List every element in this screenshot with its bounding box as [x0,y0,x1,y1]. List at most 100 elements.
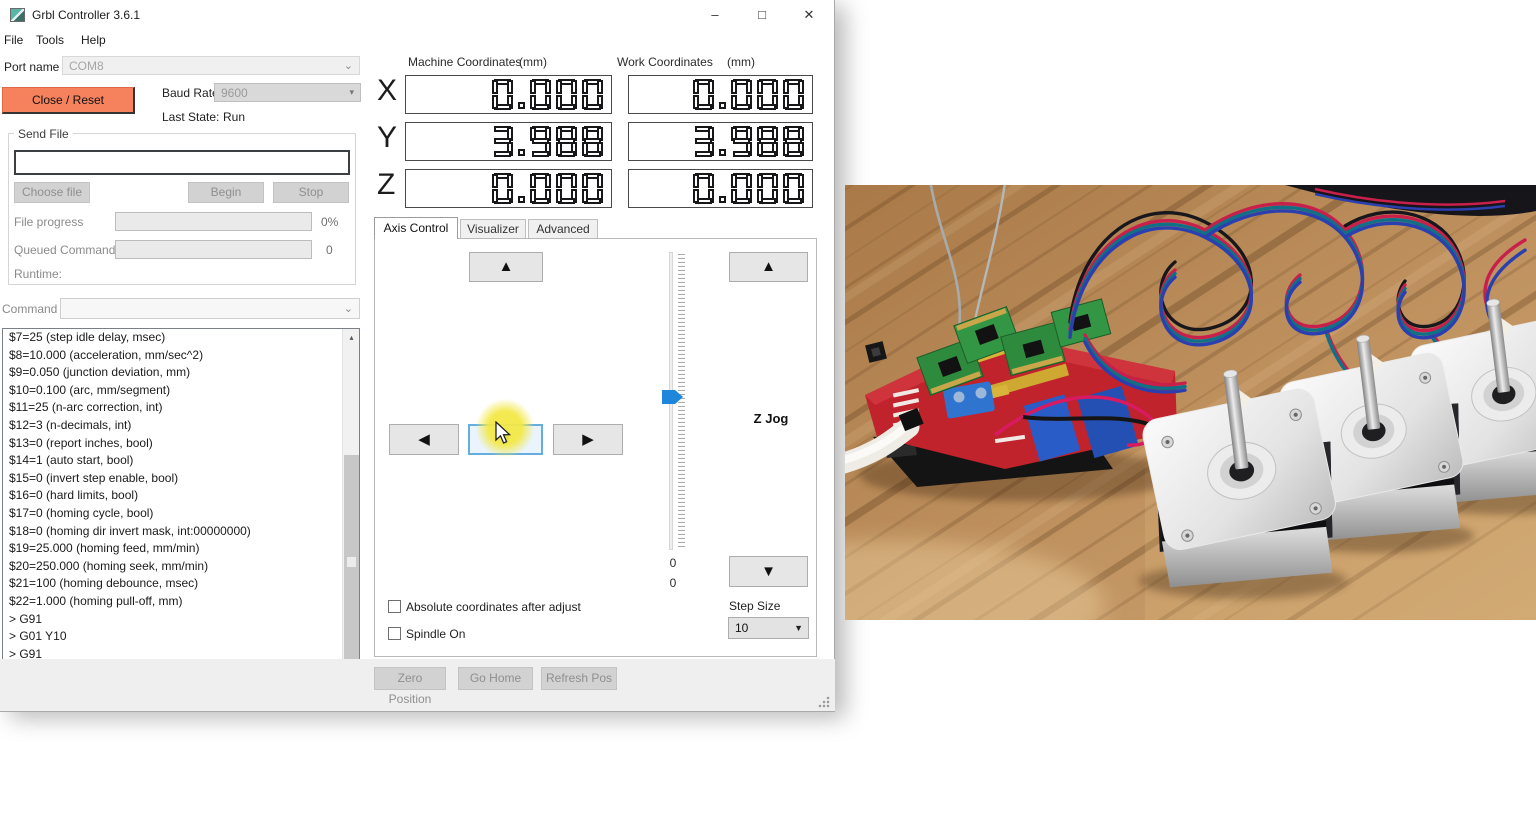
console-line: $17=0 (homing cycle, bool) [9,505,154,520]
menu-tools[interactable]: Tools [36,33,65,47]
jog-x-minus-button[interactable]: ◀ [389,424,459,455]
refresh-pos-button[interactable]: Refresh Pos [541,667,617,690]
work-unit-label: (mm) [727,55,755,69]
lcd-digit [530,79,551,110]
axis-z-label: Z [377,168,396,201]
work-coordinates-label: Work Coordinates [617,55,713,69]
tab-axis-control[interactable]: Axis Control [374,217,458,239]
slider-value-bottom: 0 [669,576,677,590]
console-line: $8=10.000 (acceleration, mm/sec^2) [9,347,204,362]
window-title: Grbl Controller 3.6.1 [32,8,141,22]
menu-help[interactable]: Help [81,33,106,47]
console-line: $18=0 (homing dir invert mask, int:00000… [9,523,251,538]
baud-rate-value: 9600 [221,85,248,100]
tab-visualizer[interactable]: Visualizer [460,219,526,239]
lcd-decimal-point [518,102,525,109]
chevron-down-icon: ⌄ [343,60,353,72]
speed-slider-ticks [678,254,685,548]
console-line: $15=0 (invert step enable, bool) [9,470,179,485]
scrollbar-thumb[interactable] [344,455,359,671]
baud-rate-combo[interactable]: 9600 ▾ [214,83,361,102]
absolute-coordinates-checkbox[interactable] [388,600,401,613]
jog-y-plus-button[interactable]: ▲ [469,252,543,282]
jog-x-plus-button[interactable]: ▶ [553,424,623,455]
lcd-digit [492,79,513,110]
close-reset-button[interactable]: Close / Reset [2,87,135,114]
step-size-label: Step Size [729,599,781,613]
axis-x-label: X [377,74,398,107]
console-line: $7=25 (step idle delay, msec) [9,330,166,344]
grbl-controller-window: Grbl Controller 3.6.1 – □ ✕ File Tools H… [0,0,835,712]
console-line: $9=0.050 (junction deviation, mm) [9,365,191,380]
lcd-digit [530,126,551,157]
menu-file[interactable]: File [4,33,24,47]
jog-z-minus-button[interactable]: ▼ [729,556,808,587]
resize-grip[interactable] [818,696,830,708]
console-line: $12=3 (n-decimals, int) [9,417,132,432]
title-bar[interactable]: Grbl Controller 3.6.1 – □ ✕ [0,0,834,30]
axis-control-panel: ▲ ◀ ▼ ▶ 0 0 Z Jog ▲ ▼ Absolute coordinat… [374,238,817,657]
spindle-on-checkbox[interactable] [388,627,401,640]
close-button[interactable]: ✕ [803,7,815,22]
machine-z-display [405,169,612,208]
console-line: $20=250.000 (homing seek, mm/min) [9,558,209,573]
file-progress-value: 0% [321,215,339,229]
go-home-button[interactable]: Go Home [458,667,533,690]
slider-value-top: 0 [669,556,677,570]
console-scrollbar[interactable]: ▴ ▾ [342,329,359,689]
jog-z-plus-button[interactable]: ▲ [729,252,808,282]
lcd-digit [757,126,778,157]
menu-bar: File Tools Help [0,30,834,51]
chevron-down-icon: ▼ [794,623,803,633]
queued-commands-value: 0 [326,243,333,257]
console-listbox[interactable]: $7=25 (step idle delay, msec) $8=10.000 (… [2,328,360,690]
lcd-digit [783,173,804,204]
console-line: $11=25 (n-arc correction, int) [9,400,163,415]
command-combo[interactable]: ⌄ [60,298,360,319]
lcd-digit [556,79,577,110]
port-name-combo[interactable]: COM8 ⌄ [62,56,360,75]
begin-button[interactable]: Begin [188,182,264,203]
lcd-digit [492,173,513,204]
console-line: $21=100 (homing debounce, msec) [9,576,199,591]
choose-file-button[interactable]: Choose file [14,182,90,203]
lcd-digit [530,173,551,204]
lcd-digit [582,126,603,157]
send-file-legend: Send File [14,127,73,141]
minimize-button[interactable]: – [711,7,719,22]
console-line: > G01 Y10 [9,629,67,644]
mouse-cursor-icon [495,421,512,444]
step-size-combo[interactable]: 10 ▼ [728,617,809,639]
command-label: Command [2,302,58,316]
last-state-value: Run [223,110,246,124]
axis-y-label: Y [377,121,398,154]
lcd-digit [731,79,752,110]
send-file-group [8,133,356,285]
scroll-up-icon[interactable]: ▴ [349,333,354,342]
console-line: $13=0 (report inches, bool) [9,435,153,450]
lcd-digit [757,79,778,110]
machine-y-display [405,122,612,161]
console-line: $19=25.000 (homing feed, mm/min) [9,541,200,556]
lcd-decimal-point [719,196,726,203]
stop-button[interactable]: Stop [273,182,349,203]
lcd-digit [693,126,714,157]
work-x-display [628,75,813,114]
tab-advanced[interactable]: Advanced [528,219,598,239]
console-line: $22=1.000 (homing pull-off, mm) [9,593,183,608]
file-progress-label: File progress [14,215,84,229]
lcd-digit [731,126,752,157]
runtime-label: Runtime: [14,267,63,281]
lcd-digit [556,173,577,204]
lcd-digit [731,173,752,204]
maximize-button[interactable]: □ [758,7,766,22]
lcd-decimal-point [719,102,726,109]
lcd-digit [556,126,577,157]
chevron-down-icon: ▾ [349,87,354,97]
chevron-down-icon: ⌄ [343,303,353,315]
spindle-on-label: Spindle On [406,627,466,641]
speed-slider-handle[interactable] [662,390,683,404]
gcode-file-input[interactable] [14,150,350,175]
zero-position-button[interactable]: Zero Position [374,667,446,706]
machine-unit-label: (mm) [519,55,547,69]
